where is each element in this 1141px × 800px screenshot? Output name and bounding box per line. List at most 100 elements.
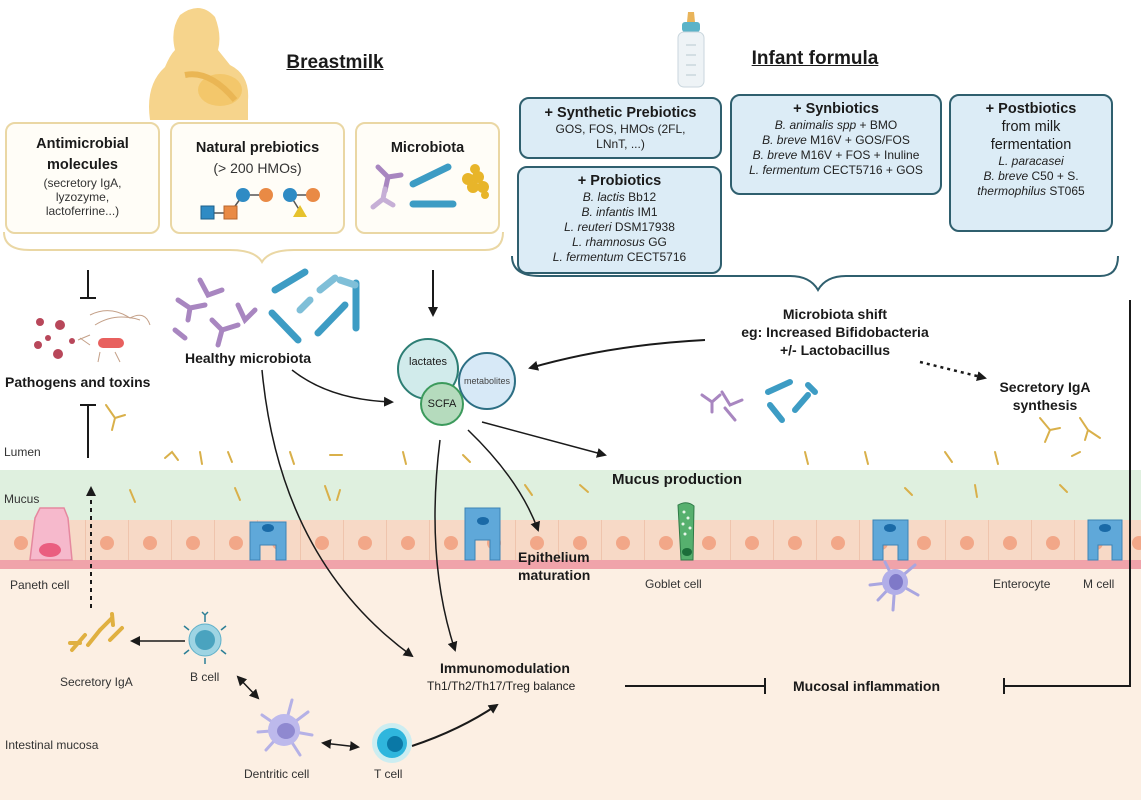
enterocyte-nucleus [358,536,372,550]
probiotic-line: B. lactis Bb12 [519,190,720,205]
intestinal-mucosa-label: Intestinal mucosa [5,738,99,752]
enterocyte-nucleus [444,536,458,550]
synthetic-prebiotics-box: + Synthetic Prebiotics GOS, FOS, HMOs (2… [519,97,722,159]
secretory-iga-label: Secretory IgA [60,675,133,689]
arrow-bcell-dendritic [236,675,260,700]
mucus-label: Mucus [4,492,40,506]
species-name: B. breve [983,169,1029,183]
enterocyte-cell [86,520,129,560]
synthetic-prebiotics-line: GOS, FOS, HMOs (2FL, [555,122,686,136]
basement-membrane [0,560,1141,569]
strain-name: Bb12 [628,190,657,204]
synbiotic-line: L. fermentum CECT5716 + GOS [732,163,940,178]
arrow-scfa-to-epithelium [467,429,540,532]
arrow-scfa-to-immunomodulation [434,439,458,652]
m-cell-label: M cell [1083,577,1115,591]
arrow-healthy-microbiota-to-scfa [291,369,394,407]
enterocyte-cell [1118,520,1141,560]
enterocyte-nucleus [143,536,157,550]
arrow-shift-to-iga-synthesis [919,360,987,381]
microbiota-shift-line: +/- Lactobacillus [779,342,891,358]
enterocyte-nucleus [917,536,931,550]
enterocyte-nucleus [788,536,802,550]
microbiota-shift-label: Microbiota shift eg: Increased Bifidobac… [705,305,965,359]
immunomodulation-label: Immunomodulation [440,660,570,676]
strain-name: DSM17938 [614,220,675,234]
synbiotic-line: B. breve M16V + GOS/FOS [732,133,940,148]
microbiota-shift-line: eg: Increased Bifidobacteria [741,324,929,340]
strain-name: M16V + GOS/FOS [810,133,910,147]
enterocyte-cell [559,520,602,560]
enterocyte-nucleus [530,536,544,550]
enterocyte-nucleus [960,536,974,550]
probiotics-heading: + Probiotics [577,173,662,189]
antimicrobial-molecules-box: Antimicrobial molecules (secretory IgA, … [5,122,160,234]
microbiota-box: Microbiota [355,122,500,234]
t-cell-icon [372,723,412,763]
secretory-iga-synthesis-label: Secretory IgA synthesis [990,378,1100,414]
pathogens-label: Pathogens and toxins [5,374,151,390]
enterocyte-nucleus [659,536,673,550]
postbiotic-line: thermophilus ST065 [951,184,1111,199]
natural-prebiotics-box: Natural prebiotics (> 200 HMOs) [170,122,345,234]
postbiotic-line: B. breve C50 + S. [951,169,1111,184]
species-name: thermophilus [977,184,1046,198]
epithelium-maturation-line: Epithelium [518,549,590,565]
enterocyte-nucleus [1046,536,1060,550]
strain-name: + BMO [859,118,898,132]
paneth-cell-label: Paneth cell [10,578,70,592]
m-cell-icon [249,521,287,561]
dendritic-cell-label: Dentritic cell [244,767,310,781]
enterocyte-nucleus [745,536,759,550]
species-name: B. infantis [581,205,635,219]
mucus-production-label: Mucus production [612,471,742,488]
bifidobacteria-icons [172,277,258,348]
enterocyte-cell [344,520,387,560]
strain-name: CECT5716 [626,250,687,264]
enterocyte-nucleus [1003,536,1017,550]
enterocyte-nucleus [831,536,845,550]
enterocyte-cell [387,520,430,560]
strain-name: IM1 [637,205,658,219]
probiotic-line: B. infantis IM1 [519,205,720,220]
goblet-cell-label: Goblet cell [645,577,702,591]
strain-name: M16V + FOS + Inuline [800,148,920,162]
enterocyte-cell [774,520,817,560]
probiotic-line: L. rhamnosus GG [519,235,720,250]
synbiotic-line: B. animalis spp + BMO [732,118,940,133]
b-cell-icon [183,611,227,664]
shifted-bifidobacteria-icons [700,390,744,422]
strain-name: GG [648,235,667,249]
epithelium-maturation-line: maturation [518,567,591,583]
postbiotics-heading-3: fermentation [990,137,1072,153]
enterocyte-nucleus [100,536,114,550]
m-cell-icon [464,507,501,561]
mucosa-region [0,569,1141,800]
lactates-label: lactates [409,356,447,368]
baby-bottle-icon [677,12,705,88]
natural-prebiotics-heading: Natural prebiotics [195,140,320,156]
species-name: L. fermentum [749,163,820,177]
enterocyte-label: Enterocyte [993,577,1051,591]
secretory-iga-molecules [105,404,1101,503]
dendritic-cell-mucosa-icon [256,698,314,757]
infant-formula-title: Infant formula [751,48,879,69]
hmo-glycan-icon [200,188,320,220]
secretory-iga-synthesis-line: synthesis [1012,397,1078,413]
lumen-label: Lumen [4,445,41,459]
inhibit-formula-inflammation [1004,300,1131,687]
enterocyte-nucleus [1132,536,1141,550]
infant-formula-brace [511,255,1119,293]
metabolites-circle: metabolites [458,352,516,410]
species-name: L. paracasei [998,154,1064,168]
enterocyte-cell [1032,520,1075,560]
epithelium-maturation-label: Epithelium maturation [518,548,590,584]
strain-name: C50 + S. [1031,169,1079,183]
strain-name: ST065 [1049,184,1085,198]
natural-prebiotics-sub: (> 200 HMOs) [213,160,302,176]
enterocyte-cell [817,520,860,560]
enterocyte-cell [731,520,774,560]
breastmilk-brace [3,231,504,264]
goblet-cell-icon [677,502,695,561]
microbiota-bacteria-icon [370,163,489,210]
